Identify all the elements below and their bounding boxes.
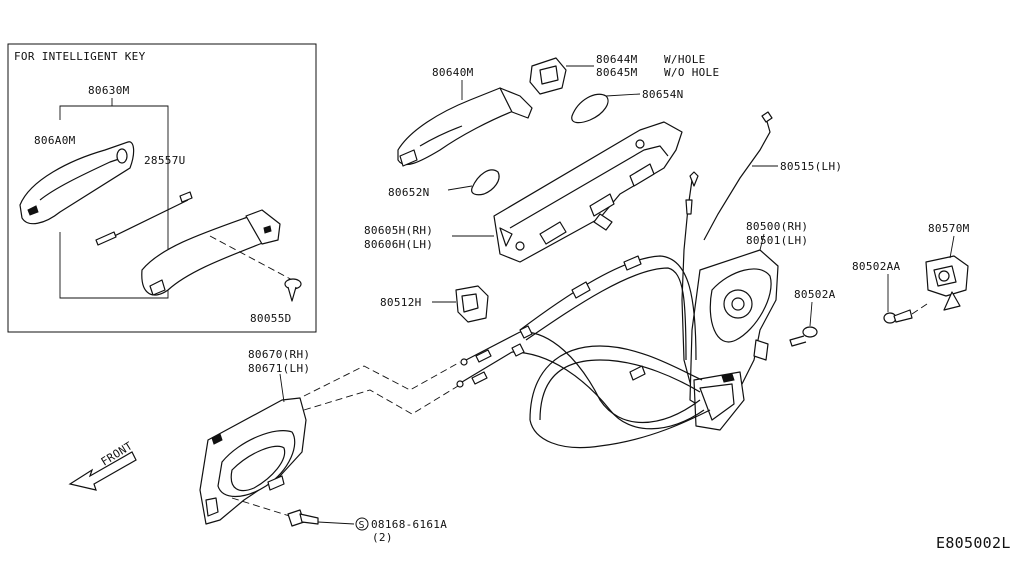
cover-80644M bbox=[529, 57, 567, 95]
clip-80512H bbox=[455, 285, 489, 323]
outer-handle-80640M bbox=[397, 87, 533, 167]
note-wo-hole: W/O HOLE bbox=[664, 66, 719, 79]
label-80654N: 80654N bbox=[642, 88, 684, 101]
dash-80055D bbox=[209, 235, 297, 283]
bracket-80630M bbox=[59, 105, 169, 299]
label-80670: 80670(RH) bbox=[248, 348, 310, 361]
label-80502A: 80502A bbox=[794, 288, 836, 301]
label-806A0M: 806A0M bbox=[34, 134, 76, 147]
handle-inset-outer bbox=[141, 209, 281, 296]
screw-80055D bbox=[284, 278, 302, 302]
svg-text:S: S bbox=[359, 520, 365, 531]
door-lock-actuator-80500 bbox=[689, 249, 779, 431]
label-80630M: 80630M bbox=[88, 84, 130, 97]
rod-80515 bbox=[703, 111, 773, 241]
front-arrow-icon bbox=[68, 451, 137, 491]
label-80645M: 80645M bbox=[596, 66, 638, 79]
label-08168: 08168-6161A bbox=[371, 518, 447, 531]
inset-title: FOR INTELLIGENT KEY bbox=[14, 50, 146, 63]
label-80640M: 80640M bbox=[432, 66, 474, 79]
screw-80502A bbox=[789, 326, 818, 347]
handle-806A0M bbox=[19, 141, 135, 225]
label-80515: 80515(LH) bbox=[780, 160, 842, 173]
dash-inside-2 bbox=[303, 385, 459, 415]
label-80605H: 80605H(RH) bbox=[364, 224, 433, 237]
inside-handle-80670 bbox=[199, 397, 307, 525]
label-80606H: 80606H(LH) bbox=[364, 238, 433, 251]
label-80500: 80500(RH) bbox=[746, 220, 808, 233]
label-80512H: 80512H bbox=[380, 296, 422, 309]
label-80501: 80501(LH) bbox=[746, 234, 808, 247]
label-28557U: 28557U bbox=[144, 154, 186, 167]
label-80652N: 80652N bbox=[388, 186, 430, 199]
screw-08168 bbox=[287, 509, 319, 527]
striker-80570M bbox=[925, 255, 969, 311]
label-80570M: 80570M bbox=[928, 222, 970, 235]
handle-bracket-80605H bbox=[493, 121, 683, 263]
label-80644M: 80644M bbox=[596, 53, 638, 66]
intelligent-key-inset: FOR INTELLIGENT KEY 80630M 806A0M 28557U bbox=[7, 43, 317, 333]
label-80055D: 80055D bbox=[250, 312, 292, 325]
sensor-cable-28557U bbox=[95, 191, 193, 246]
gasket-80654N bbox=[571, 93, 609, 124]
screw-symbol-icon: S bbox=[355, 517, 369, 531]
label-08168-qty: (2) bbox=[372, 531, 393, 544]
diagram-code: E805002L bbox=[936, 534, 1011, 552]
label-80502AA: 80502AA bbox=[852, 260, 901, 273]
label-80671: 80671(LH) bbox=[248, 362, 310, 375]
screw-80502AA bbox=[883, 309, 913, 324]
dash-inside-1 bbox=[303, 361, 461, 397]
cable-harness bbox=[511, 255, 711, 449]
dash-08168 bbox=[231, 497, 297, 519]
inset-border bbox=[7, 43, 317, 333]
gasket-80652N bbox=[471, 169, 500, 196]
note-w-hole: W/HOLE bbox=[664, 53, 706, 66]
